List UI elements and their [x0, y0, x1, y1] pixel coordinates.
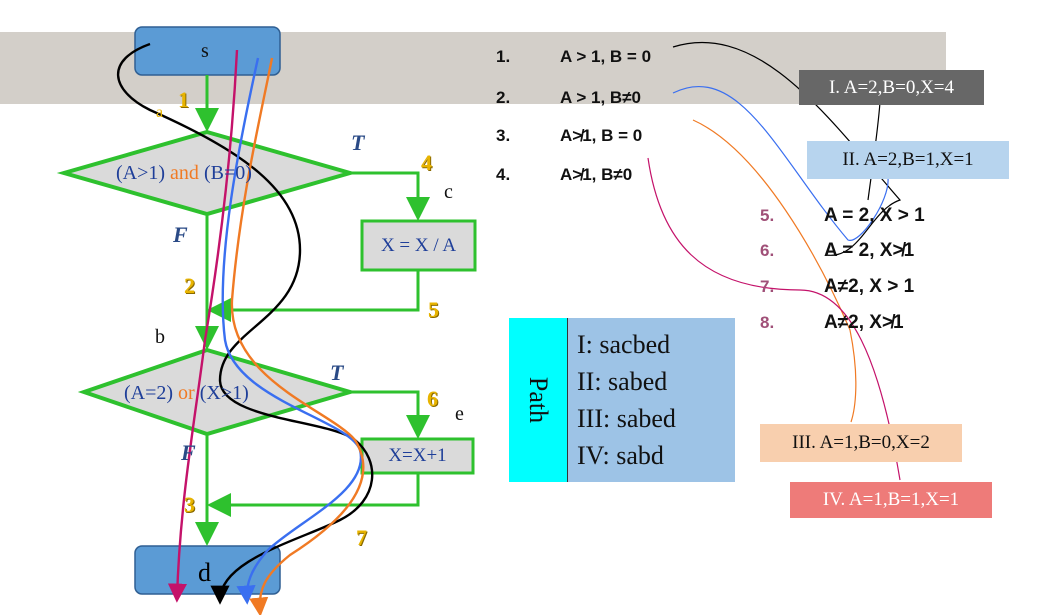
condition-3-text: A≯1, B = 0: [560, 126, 643, 145]
connector-III: [692, 119, 857, 423]
condition-4-number: 4.: [496, 165, 511, 184]
condition-6-text: A = 2, X≯1: [824, 240, 915, 261]
edge-2-label: 2: [184, 273, 195, 298]
path-II-line: [221, 57, 363, 605]
process-1-text: X = X / A: [380, 234, 457, 256]
process-2-text: X=X+1: [388, 445, 447, 466]
decision-2-part2: (X>1): [199, 382, 249, 404]
path-row-1: I: sacbed: [577, 330, 671, 359]
condition-3-number: 3.: [496, 126, 511, 145]
path-III-line: [230, 57, 365, 615]
path-row-4: IV: sabd: [577, 441, 664, 470]
condition-2-number: 2.: [496, 88, 511, 107]
edge-6-label: 6: [427, 386, 438, 411]
edge-1-label: 1: [178, 87, 189, 112]
branch-false-2: F: [181, 440, 196, 465]
path-row-3: III: sabed: [577, 404, 676, 433]
condition-5: 5. A = 2, X > 1: [760, 205, 925, 227]
decision-1-text: (A>1) and (B=0): [116, 162, 252, 185]
condition-8-number: 8.: [760, 313, 775, 332]
case-I-box: I. A=2,B=0,X=4: [799, 70, 984, 105]
edge-4-label: 4: [421, 150, 432, 175]
path-table-header: Path: [509, 318, 568, 482]
branch-false-1: F: [173, 222, 188, 247]
path-IV-line: [167, 49, 239, 603]
node-c-label: c: [444, 181, 453, 203]
condition-1-text: A > 1, B = 0: [560, 47, 652, 66]
decision-2-op: or: [178, 382, 195, 404]
condition-8: 8. A≠2, X≯1: [760, 312, 904, 334]
decision-1-part1: (A>1): [116, 162, 166, 184]
path-header-label: Path: [523, 376, 553, 424]
condition-4: 4. A≯1, B≠0: [496, 165, 632, 185]
condition-6: 6. A = 2, X≯1: [760, 240, 914, 262]
condition-5-number: 5.: [760, 206, 775, 225]
node-a-label: a: [156, 104, 164, 121]
condition-7-text: A≠2, X > 1: [824, 276, 915, 297]
process-1-shape: [360, 219, 477, 272]
decision-1-op: and: [170, 162, 199, 184]
case-III-box: III. A=1,B=0,X=2: [760, 424, 962, 462]
case-IV-box: IV. A=1,B=1,X=1: [790, 482, 992, 518]
case-II-box: II. A=2,B=1,X=1: [807, 141, 1009, 179]
connector-II: [672, 86, 889, 241]
path-I-line: [116, 42, 374, 605]
edge-7-label: 7: [356, 525, 367, 550]
node-s-label: s: [201, 40, 209, 62]
branch-true-2: T: [330, 360, 344, 385]
condition-5-text: A = 2, X > 1: [824, 205, 925, 226]
decision-2-part1: (A=2): [124, 382, 174, 404]
edge-3-label: 3: [184, 492, 195, 517]
condition-2: 2. A > 1, B≠0: [496, 88, 641, 108]
condition-7: 7. A≠2, X > 1: [760, 276, 914, 298]
path-rows: I: sacbed II: sabed III: sabed IV: sabd: [577, 326, 676, 474]
condition-7-number: 7.: [760, 277, 775, 296]
node-d-label: d: [198, 558, 211, 587]
decision-2-text: (A=2) or (X>1): [124, 382, 249, 405]
node-d-box: [134, 545, 281, 595]
condition-4-text: A≯1, B≠0: [560, 165, 633, 184]
condition-2-text: A > 1, B≠0: [560, 88, 641, 107]
path-row-2: II: sabed: [577, 367, 668, 396]
branch-true-1: T: [351, 130, 365, 155]
condition-1: 1. A > 1, B = 0: [496, 47, 651, 67]
path-table: Path I: sacbed II: sabed III: sabed IV: …: [509, 318, 735, 482]
condition-1-number: 1.: [496, 47, 511, 66]
node-b-label: b: [155, 326, 165, 348]
condition-6-number: 6.: [760, 241, 775, 260]
node-e-label: e: [455, 403, 464, 425]
condition-3: 3. A≯1, B = 0: [496, 126, 642, 146]
condition-8-text: A≠2, X≯1: [824, 312, 904, 333]
edge-5-label: 5: [428, 297, 439, 322]
connector-IV: [647, 157, 901, 481]
decision-1-part2: (B=0): [203, 162, 252, 184]
